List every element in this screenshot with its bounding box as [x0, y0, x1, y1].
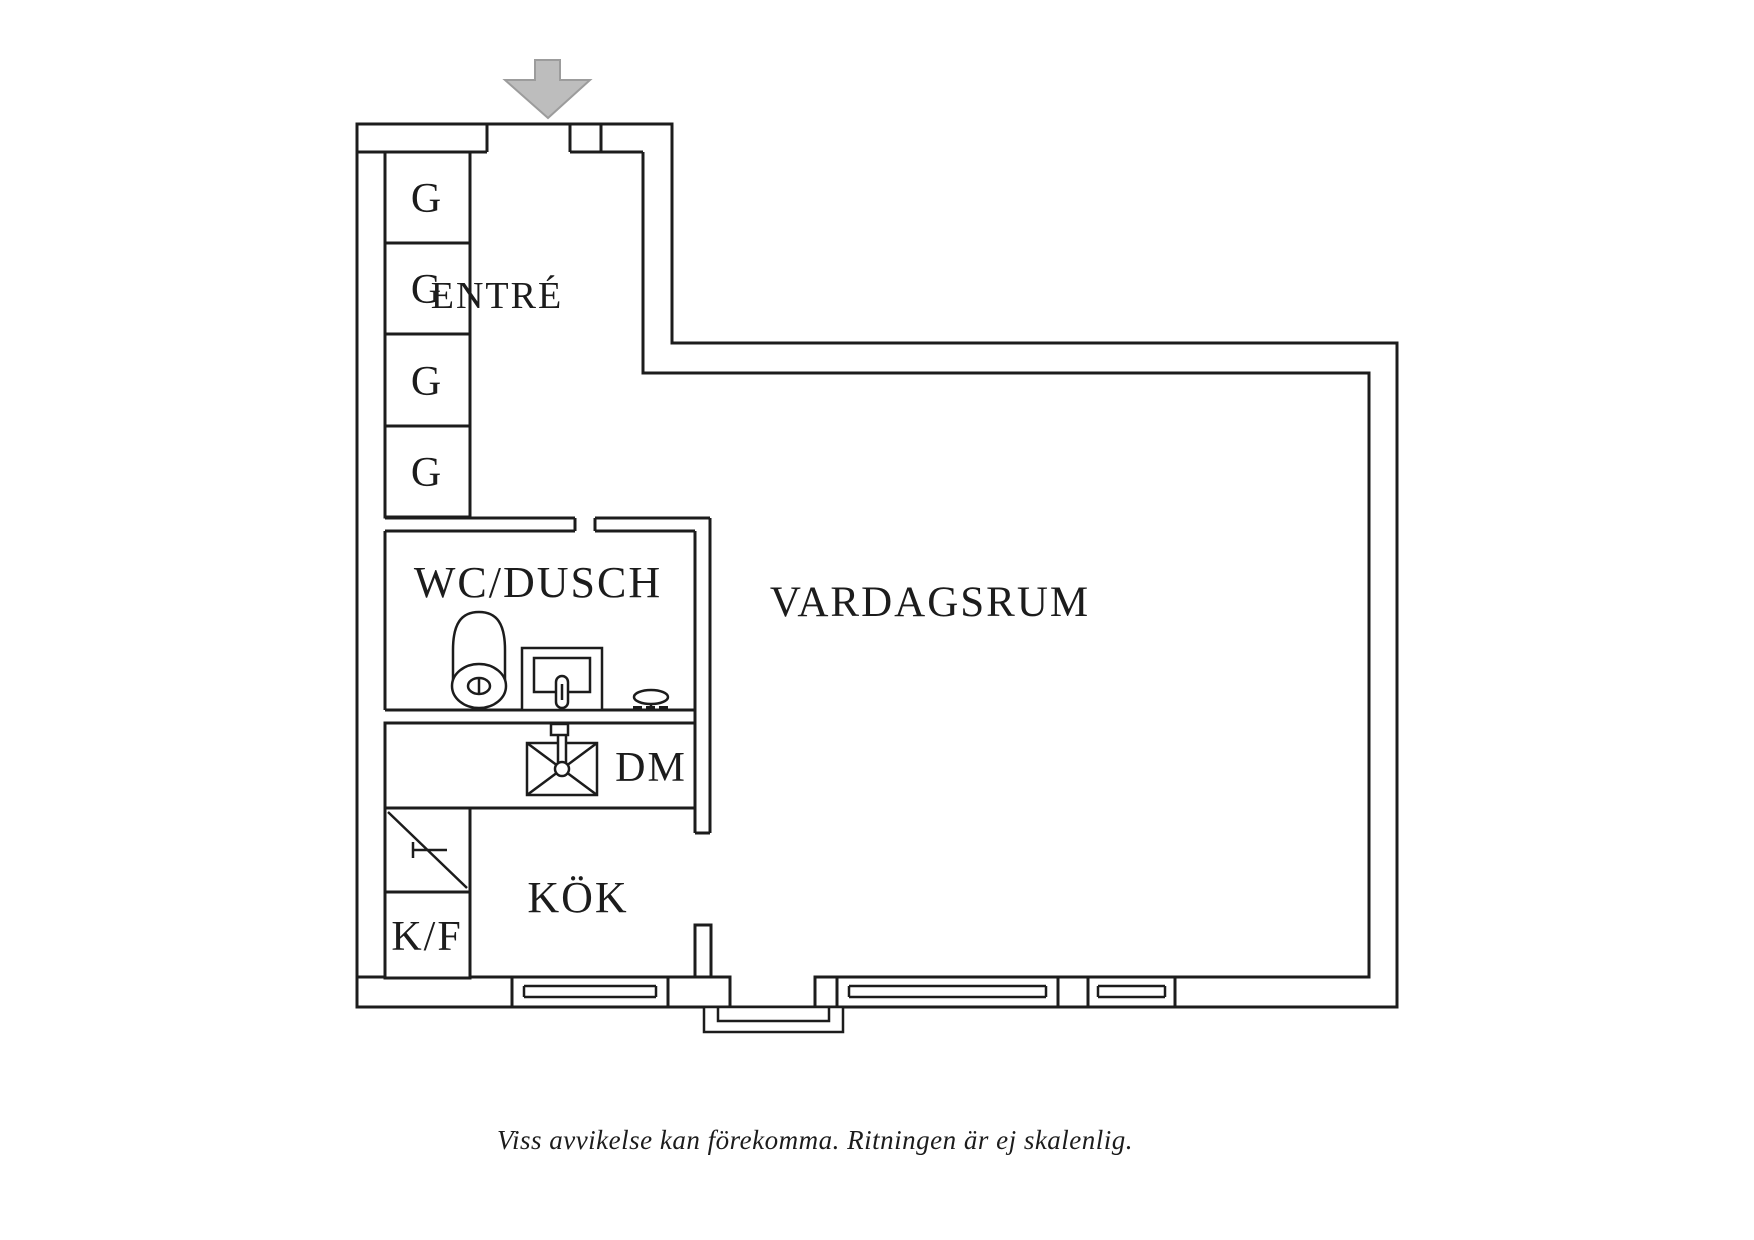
room-label-vardagsrum: VARDAGSRUM [770, 579, 1090, 626]
entrance-arrow-outline [502, 59, 593, 120]
disclaimer-caption: Viss avvikelse kan förekomma. Ritningen … [497, 1125, 1133, 1155]
balcony-door-threshold [702, 1005, 845, 1034]
wall-pier-c [1056, 975, 1090, 1009]
closet-label-g-4: G [411, 450, 443, 496]
fridge-freezer-box [383, 890, 472, 980]
room-label-kok: KÖK [527, 873, 628, 922]
shower-mixer-icon [632, 688, 670, 710]
room-label-entre: ENTRÉ [431, 275, 563, 317]
appliance-label-dm: DM [615, 745, 687, 791]
wc-walls [383, 516, 712, 835]
toilet-icon [450, 610, 508, 710]
window-kitchen [510, 975, 670, 1009]
dishwasher-sink-icon [525, 722, 599, 797]
wall-pier-a [666, 975, 732, 1009]
door-swing-icon [387, 811, 468, 889]
entrance-wall-inner [357, 124, 643, 154]
closet-label-g-1: G [411, 176, 443, 222]
entrance-arrow-icon [505, 60, 590, 118]
walls-group [355, 122, 1399, 1034]
washbasin-icon [520, 646, 604, 712]
hall-east-wall [641, 152, 1371, 979]
window-livingroom-small [1086, 975, 1177, 1009]
appliance-label-kf: K/F [391, 914, 462, 960]
room-label-wc-dusch: WC/DUSCH [414, 558, 662, 607]
closet-g-4-box [383, 424, 472, 519]
closet-label-g-3: G [411, 359, 443, 405]
window-livingroom-large [835, 975, 1060, 1009]
outer-wall [355, 122, 1399, 1009]
wall-pier-a-stub [693, 923, 713, 979]
closet-g-2-box [383, 241, 472, 336]
closet-label-g-2: G [411, 267, 443, 313]
wall-pier-b [813, 975, 839, 1009]
